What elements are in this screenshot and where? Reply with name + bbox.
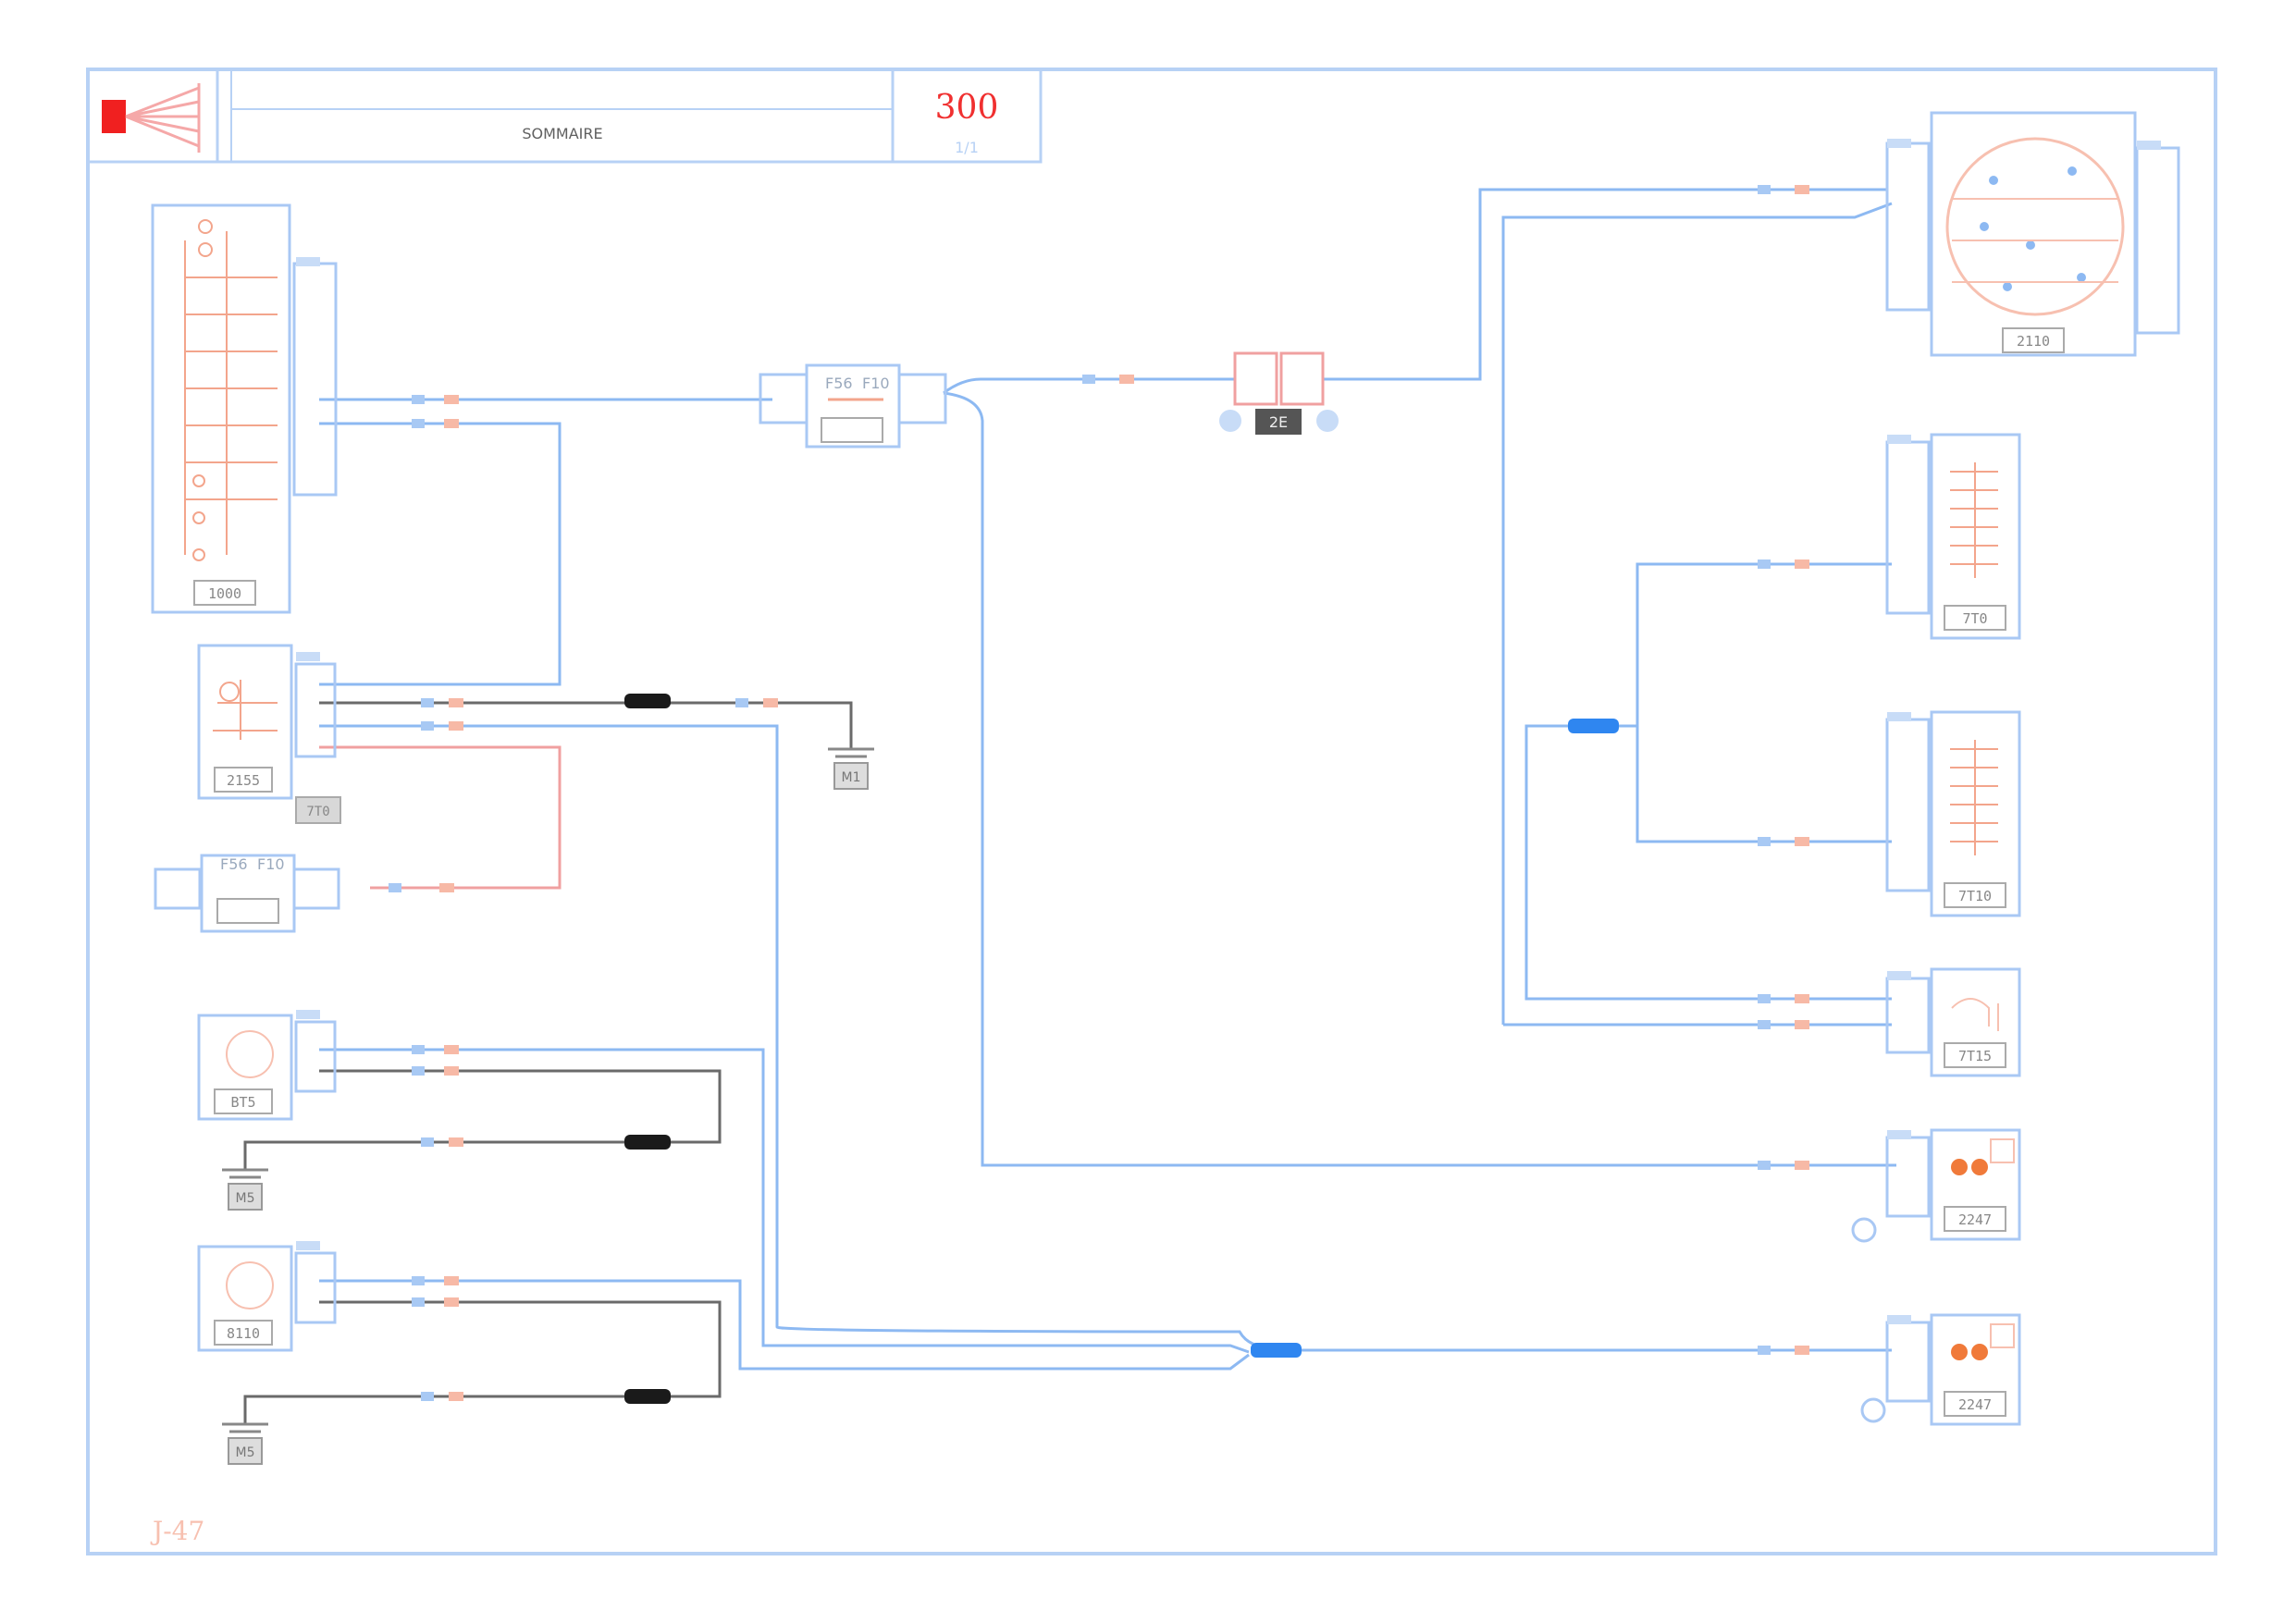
- wire-markers: [389, 185, 1809, 1401]
- component-8: 7T0: [1885, 433, 2021, 640]
- ground-1: [828, 747, 874, 790]
- component-10: 7T15: [1885, 967, 2021, 1077]
- component-12: 2247: [1851, 1128, 2021, 1243]
- component-10-code: 7T15: [1958, 1048, 1992, 1064]
- wires: [243, 188, 1896, 1424]
- component-13-code: 2247: [1958, 1396, 1992, 1413]
- page-number: 300: [935, 89, 999, 127]
- ground-3: [222, 1422, 268, 1465]
- sub-number: 1/1: [955, 139, 979, 156]
- splice-black-3: [624, 1389, 671, 1404]
- footer-code: J-47: [150, 1516, 204, 1546]
- ground-2-label: M5: [236, 1191, 255, 1206]
- fuse-center-label-2: F10: [862, 375, 890, 392]
- brand-logo-icon: [102, 83, 201, 153]
- relay: 2E: [1219, 351, 1339, 435]
- component-12-code: 2247: [1958, 1211, 1992, 1228]
- component-9-code: 7T10: [1958, 888, 1992, 904]
- ground-1-label: M1: [842, 770, 861, 785]
- relay-label: 2E: [1269, 413, 1288, 431]
- connector-tags: [296, 139, 2161, 1324]
- splices: [624, 694, 1619, 1404]
- fuse-center: F56 F10: [759, 363, 947, 449]
- component-9: 7T10: [1885, 710, 2021, 917]
- component-13: 2247: [1860, 1313, 2021, 1426]
- sheet-frame: [86, 68, 2217, 1555]
- component-1: 1000: [151, 203, 338, 614]
- component-1-code: 1000: [208, 585, 241, 602]
- component-5-code: BT5: [230, 1094, 255, 1111]
- component-7-code: 2110: [2017, 333, 2050, 350]
- diagram-title: SOMMAIRE: [522, 125, 602, 142]
- fuse-left-label-2: F10: [257, 855, 285, 873]
- fuse-left: F56 F10: [154, 854, 340, 933]
- component-6-code: 8110: [227, 1325, 260, 1342]
- component-2-code: 2155: [227, 772, 260, 789]
- component-2: 2155 7T0: [197, 644, 341, 824]
- ground-3-label: M5: [236, 1445, 255, 1460]
- splice-black-1: [624, 694, 671, 708]
- component-5: BT5: [197, 1014, 337, 1121]
- component-3-code: 7T0: [306, 805, 329, 819]
- splice-blue-1: [1568, 719, 1619, 733]
- ground-2: [222, 1168, 268, 1211]
- title-block: SOMMAIRE 300 1/1: [86, 68, 1043, 164]
- fuse-left-label-1: F56: [220, 855, 248, 873]
- component-7: 2110: [1885, 111, 2180, 357]
- splice-black-2: [624, 1135, 671, 1150]
- component-8-code: 7T0: [1962, 610, 1987, 627]
- splice-blue-2: [1251, 1343, 1302, 1358]
- component-6: 8110: [197, 1245, 337, 1352]
- fuse-center-label-1: F56: [825, 375, 853, 392]
